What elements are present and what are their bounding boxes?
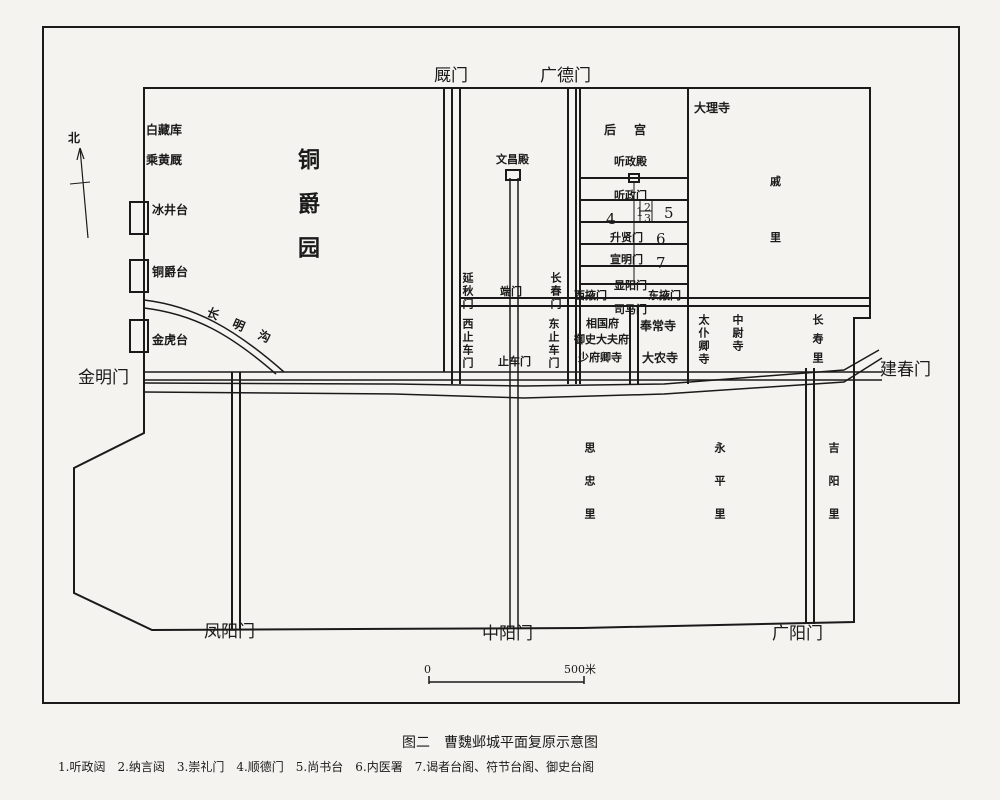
- shaofuqingsi-label: 少府卿寺: [578, 351, 622, 364]
- num-3: 3: [644, 212, 651, 225]
- num-2: 2: [644, 201, 651, 214]
- figure-caption: 图二 曹魏邺城平面复原示意图: [402, 735, 598, 751]
- baizang-label: 白藏库: [146, 123, 183, 137]
- changshouli-label: 长寿里: [811, 314, 824, 371]
- bingjing-platform: [129, 201, 149, 235]
- north-arrow: [79, 147, 89, 239]
- yanqiumen-label: 延秋门: [461, 272, 474, 311]
- scale-bar: [428, 676, 585, 684]
- num-5: 5: [664, 204, 674, 222]
- gate-jinming: 金明门: [78, 368, 129, 388]
- li-label: 里: [770, 231, 781, 244]
- ximamen-label: 司马门: [614, 303, 647, 316]
- fengchangsi-label: 奉常寺: [640, 319, 677, 333]
- legend: 1.听政闼 2.纳言闼 3.崇礼门 4.顺德门 5.尚书台 6.内医署 7.谒者…: [58, 760, 595, 774]
- dongyemen-label: 东掖门: [648, 289, 681, 302]
- gate-fengyang: 凤阳门: [204, 622, 255, 642]
- tingzhengdian-label: 听政殿: [614, 155, 647, 168]
- city-plan-map: [69, 87, 883, 684]
- gate-zhongyang: 中阳门: [482, 624, 533, 644]
- xianyangmen-label: 显阳门: [614, 279, 647, 292]
- num-1: 1: [636, 205, 644, 219]
- bingjing-label: 冰井台: [152, 203, 189, 217]
- xiyemen-label: 西掖门: [574, 289, 607, 302]
- danongsi-label: 大农寺: [642, 351, 679, 365]
- yushidafufu-label: 御史大夫府: [574, 333, 629, 346]
- xuanmingmen-label: 宣明门: [610, 253, 643, 266]
- houguan-label: 后宫: [604, 123, 665, 137]
- zhongweisi-label: 中尉寺: [731, 314, 744, 353]
- sizhongli-label: 思忠里: [583, 442, 596, 541]
- tongjueyuan-label: 铜爵园: [294, 148, 320, 280]
- gate-jianchun: 建春门: [880, 360, 931, 380]
- scale-zero: 0: [424, 663, 431, 676]
- taipuqingsi-label: 太仆卿寺: [697, 314, 710, 366]
- daiisi-label: 大理寺: [694, 101, 731, 115]
- north-label: 北: [68, 131, 81, 145]
- caihuang-label: 乘黄厩: [146, 153, 183, 167]
- tingzhengmen-label: 听政门: [614, 189, 647, 202]
- tongque-label: 铜爵台: [152, 265, 189, 279]
- gate-jue: 厩门: [434, 66, 468, 86]
- gate-guangde: 广德门: [540, 66, 591, 86]
- xizhichemen-label: 西止车门: [461, 318, 474, 370]
- jinhu-label: 金虎台: [152, 333, 189, 347]
- qi-label: 戚: [770, 175, 781, 188]
- xiangguofu-label: 相国府: [586, 317, 619, 330]
- scale-max: 500米: [564, 663, 596, 676]
- jiyangli-label: 吉阳里: [827, 442, 840, 541]
- jinhu-platform: [129, 319, 149, 353]
- zhichemen-label: 止车门: [498, 355, 531, 368]
- city-wall: [73, 87, 871, 632]
- num-4: 4: [606, 210, 616, 228]
- changming-canal: [143, 299, 285, 373]
- dongzhichemen-label: 东止车门: [547, 318, 560, 370]
- wenchangdian-label: 文昌殿: [496, 153, 529, 166]
- num-6: 6: [656, 230, 666, 248]
- num-7: 7: [656, 254, 666, 272]
- shengxianmen-label: 升贤门: [610, 231, 643, 244]
- gate-guangyang: 广阳门: [772, 624, 823, 644]
- changchunmen-label: 长春门: [549, 272, 562, 311]
- duanmen-label: 端门: [500, 285, 522, 298]
- yongpingli-label: 永平里: [713, 442, 726, 541]
- map-frame: 厩门 广德门 金明门 建春门 凤阳门 中阳门 广阳门 北 白藏库 乘黄厩 冰井台…: [42, 26, 960, 704]
- tongque-platform: [129, 259, 149, 293]
